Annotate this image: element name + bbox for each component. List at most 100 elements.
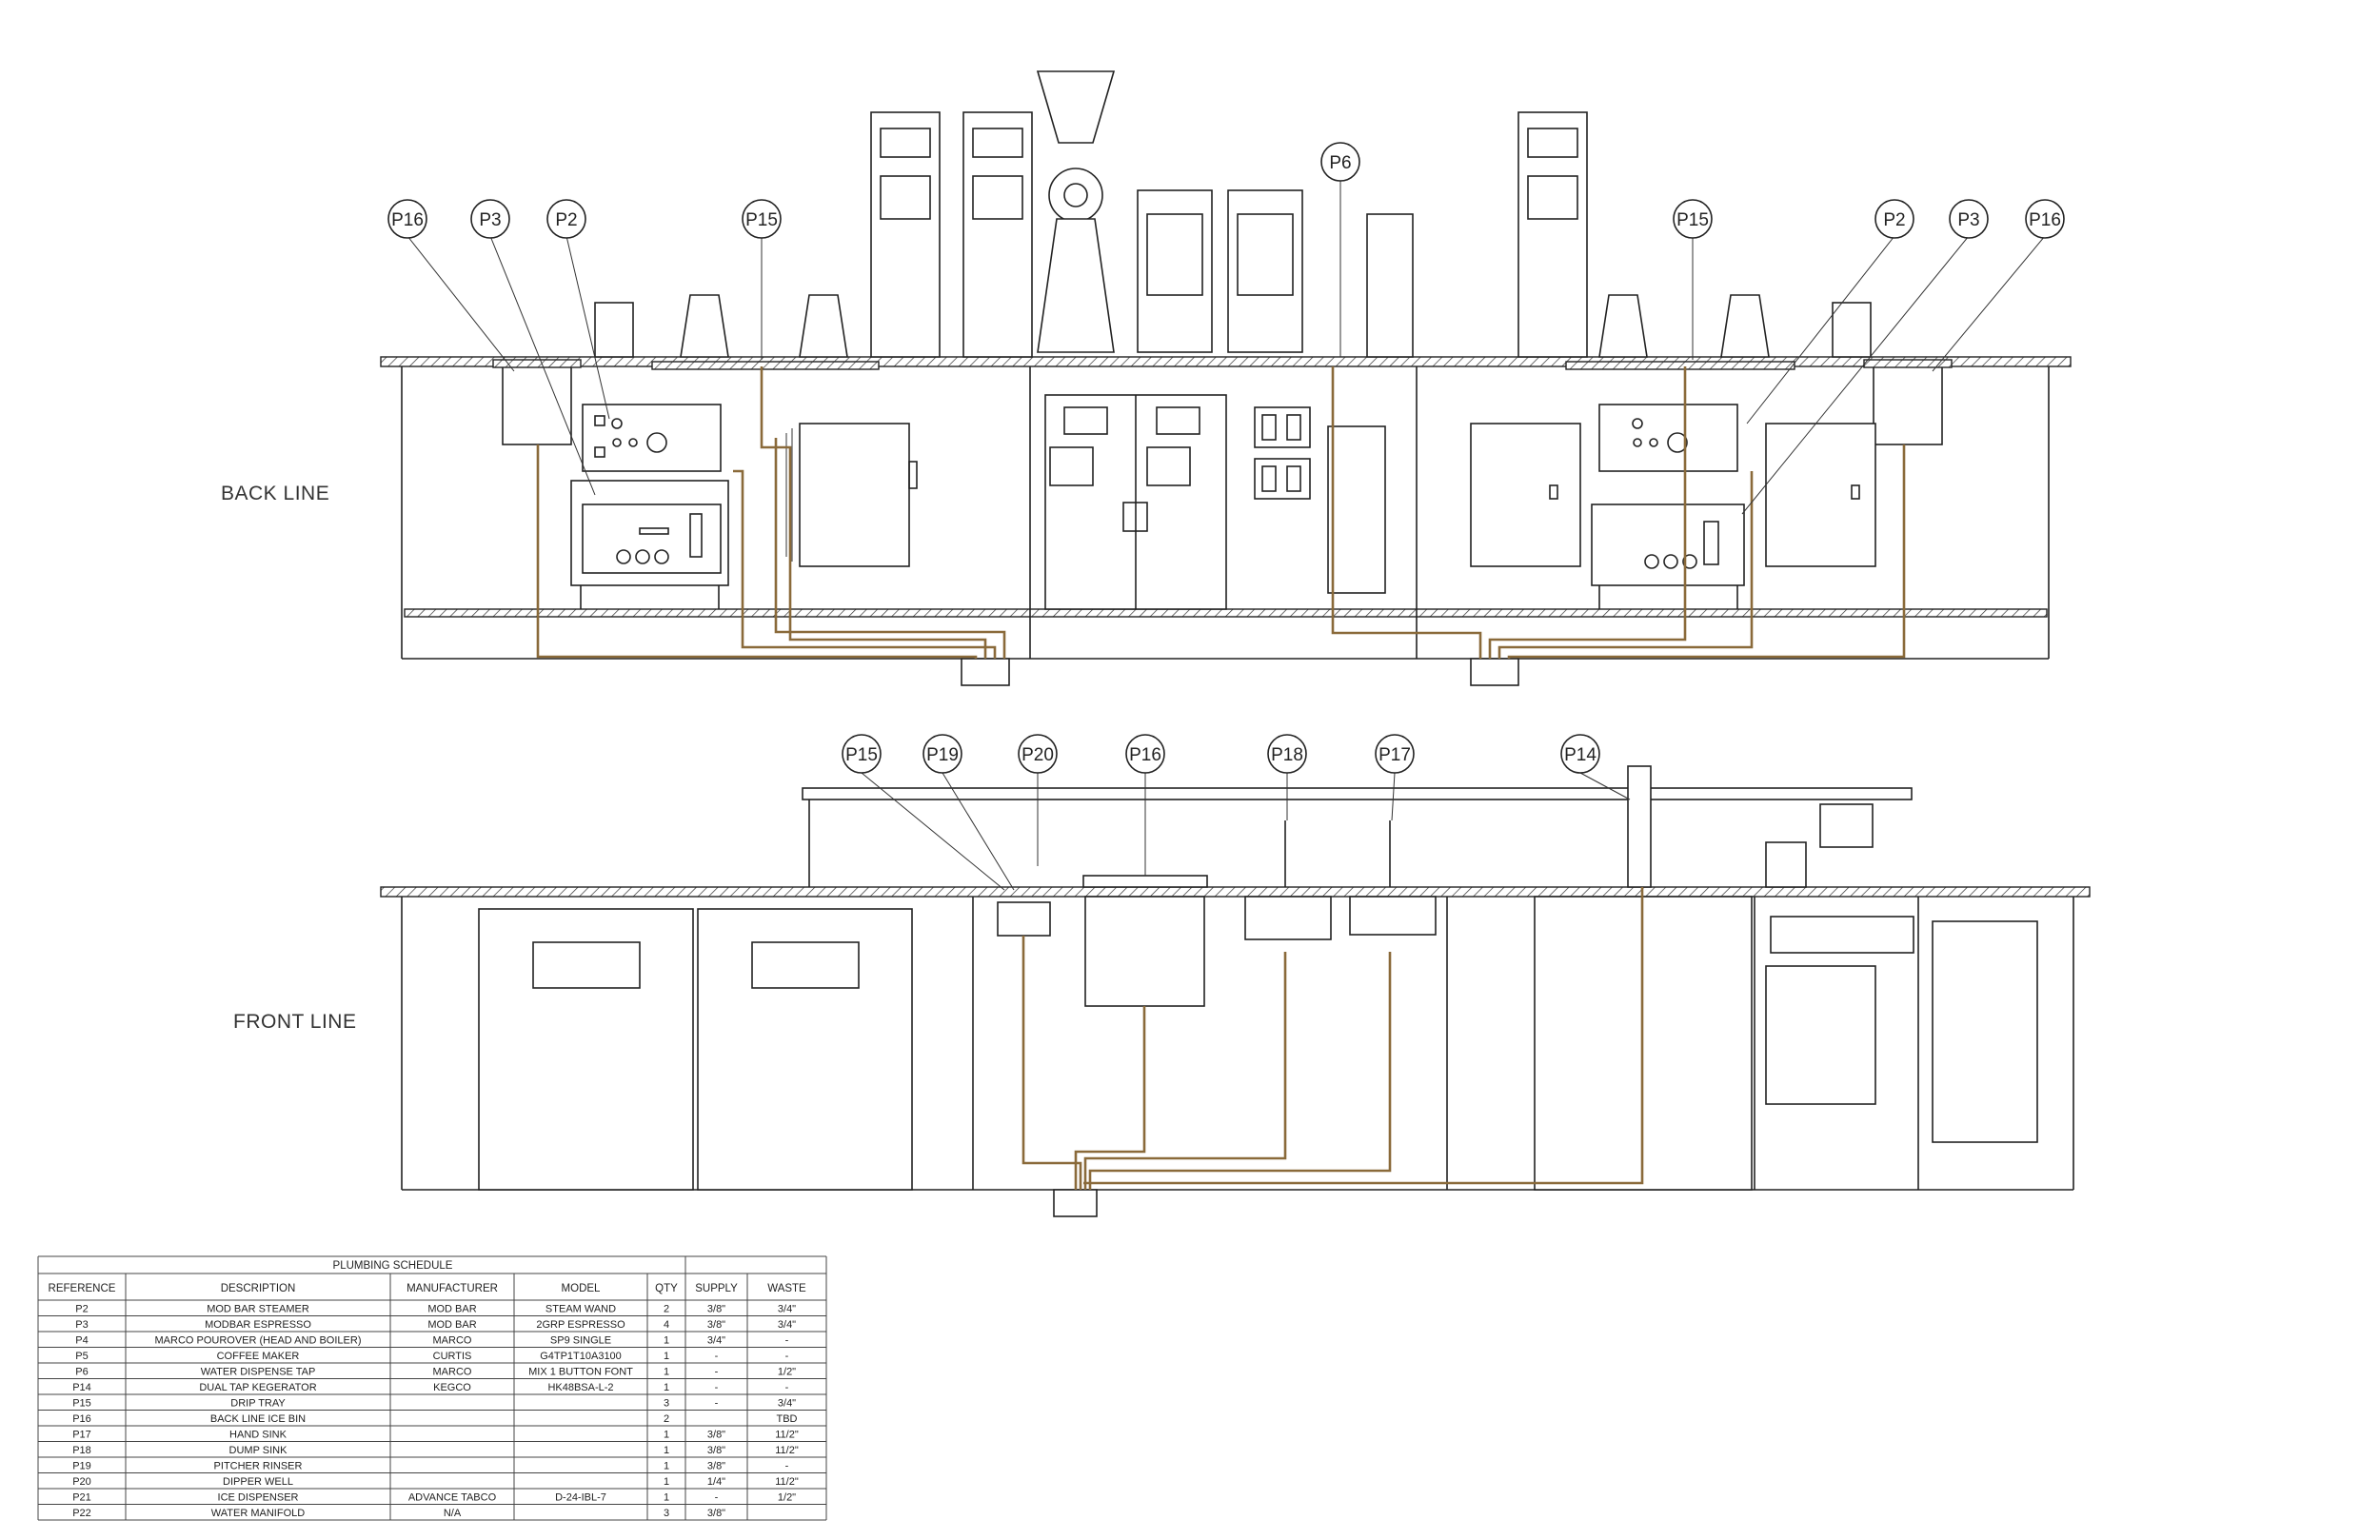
- callout-bubble: [470, 199, 510, 239]
- table-cell: 3: [664, 1508, 669, 1519]
- table-cell: P19: [72, 1461, 91, 1472]
- hand-sink: [1349, 896, 1437, 936]
- table-cell: P3: [75, 1319, 88, 1331]
- callout-bubble: [922, 734, 962, 774]
- front-line-plumbing: [1021, 887, 1644, 1190]
- column-header: MANUFACTURER: [407, 1283, 498, 1294]
- modbar-units-left: [570, 404, 729, 609]
- ice-bin-left: [502, 365, 572, 445]
- ice-bin-right: [1873, 365, 1943, 445]
- table-cell: ADVANCE TABCO: [408, 1492, 497, 1504]
- callout-bubble: [1874, 199, 1914, 239]
- callout-bubble: [1267, 734, 1307, 774]
- table-cell: CURTIS: [433, 1351, 472, 1362]
- table-cell: 2: [664, 1413, 669, 1425]
- callout-label: P15: [745, 210, 778, 230]
- column-header: QTY: [655, 1283, 678, 1294]
- table-cell: P21: [72, 1492, 91, 1504]
- table-cell: P16: [72, 1413, 91, 1425]
- table-cell: STEAM WAND: [545, 1304, 616, 1315]
- table-cell: 11/2": [775, 1476, 799, 1488]
- callout-bubble: [1949, 199, 1989, 239]
- callout-label: P16: [1129, 745, 1161, 765]
- callout-bubble: [1673, 199, 1713, 239]
- back-cabinets: [401, 366, 2050, 660]
- table-cell: 1: [664, 1445, 669, 1456]
- modbar-units-right: [1591, 404, 1745, 609]
- table-cell: ICE DISPENSER: [218, 1492, 299, 1504]
- table-cell: 1: [664, 1476, 669, 1488]
- table-cell: 1: [664, 1382, 669, 1393]
- callout-label: P18: [1271, 745, 1303, 765]
- column-header: SUPPLY: [695, 1283, 738, 1294]
- table-cell: 11/2": [775, 1430, 799, 1441]
- table-cell: -: [785, 1335, 789, 1347]
- table-cell: 1: [664, 1461, 669, 1472]
- table-cell: 3/8": [707, 1508, 725, 1519]
- table-cell: WATER MANIFOLD: [211, 1508, 305, 1519]
- raised-counter-frame: [802, 787, 1913, 800]
- table-cell: DUAL TAP KEGERATOR: [199, 1382, 316, 1393]
- table-cell: 3/8": [707, 1319, 725, 1331]
- callout-label: P2: [1883, 210, 1905, 230]
- callout-label: P14: [1564, 745, 1597, 765]
- dishwashers: [478, 908, 913, 1191]
- callout-bubble: [1375, 734, 1415, 774]
- table-cell: 4: [664, 1319, 669, 1331]
- table-cell: 1: [664, 1335, 669, 1347]
- table-cell: HK48BSA-L-2: [547, 1382, 613, 1393]
- table-cell: -: [715, 1351, 719, 1362]
- back-line-label: BACK LINE: [221, 483, 329, 504]
- pitcher-rinser: [997, 901, 1051, 937]
- table-cell: P22: [72, 1508, 91, 1519]
- table-cell: 11/2": [775, 1445, 799, 1456]
- table-cell: 3/8": [707, 1304, 725, 1315]
- callout-label: P16: [2029, 210, 2061, 230]
- table-cell: P5: [75, 1351, 88, 1362]
- table-cell: P14: [72, 1382, 91, 1393]
- table-cell: SP9 SINGLE: [550, 1335, 611, 1347]
- callout-bubble: [2025, 199, 2065, 239]
- table-cell: 3/4": [778, 1304, 796, 1315]
- table-cell: TBD: [777, 1413, 798, 1425]
- table-cell: P20: [72, 1476, 91, 1488]
- back-line-plumbing: [536, 366, 1906, 659]
- callout-bubble: [1560, 734, 1600, 774]
- callout-label: P19: [926, 745, 959, 765]
- water-tap-cabinet: [1327, 425, 1386, 594]
- pos-station: [1765, 803, 2038, 1190]
- table-cell: -: [785, 1351, 789, 1362]
- table-cell: 1: [664, 1492, 669, 1504]
- table-cell: 1/4": [707, 1476, 725, 1488]
- table-cell: P18: [72, 1445, 91, 1456]
- table-cell: DRIP TRAY: [230, 1398, 286, 1410]
- front-line-elevation: FRONT LINE: [233, 734, 2091, 1217]
- table-cell: 3/8": [707, 1430, 725, 1441]
- table-cell: 3/8": [707, 1445, 725, 1456]
- table-cell: MOD BAR STEAMER: [207, 1304, 309, 1315]
- table-cell: P17: [72, 1430, 91, 1441]
- callout-bubble: [387, 199, 427, 239]
- table-cell: -: [715, 1398, 719, 1410]
- table-cell: MOD BAR: [427, 1304, 476, 1315]
- table-cell: G4TP1T10A3100: [540, 1351, 622, 1362]
- table-cell: P6: [75, 1367, 88, 1378]
- column-header: DESCRIPTION: [221, 1283, 296, 1294]
- table-cell: 3/4": [778, 1319, 796, 1331]
- table-cell: -: [715, 1492, 719, 1504]
- table-cell: 1/2": [778, 1492, 796, 1504]
- callout-bubble: [742, 199, 782, 239]
- table-cell: MOD BAR: [427, 1319, 476, 1331]
- back-line-elevation: BACK LINE: [221, 70, 2072, 686]
- back-line-callouts: P16 P3 P2 P15 P6 P15 P2 P3 P16: [387, 142, 2065, 515]
- table-cell: WATER DISPENSE TAP: [201, 1367, 316, 1378]
- table-cell: MARCO: [433, 1367, 472, 1378]
- floor-drain-front: [1053, 1189, 1098, 1217]
- table-cell: 1: [664, 1430, 669, 1441]
- electrical-boxes: [1254, 406, 1311, 500]
- undercounter-unit-left-handle: [908, 461, 918, 489]
- table-cell: P2: [75, 1304, 88, 1315]
- table-cell: -: [785, 1382, 789, 1393]
- beer-tower: [1627, 765, 1652, 888]
